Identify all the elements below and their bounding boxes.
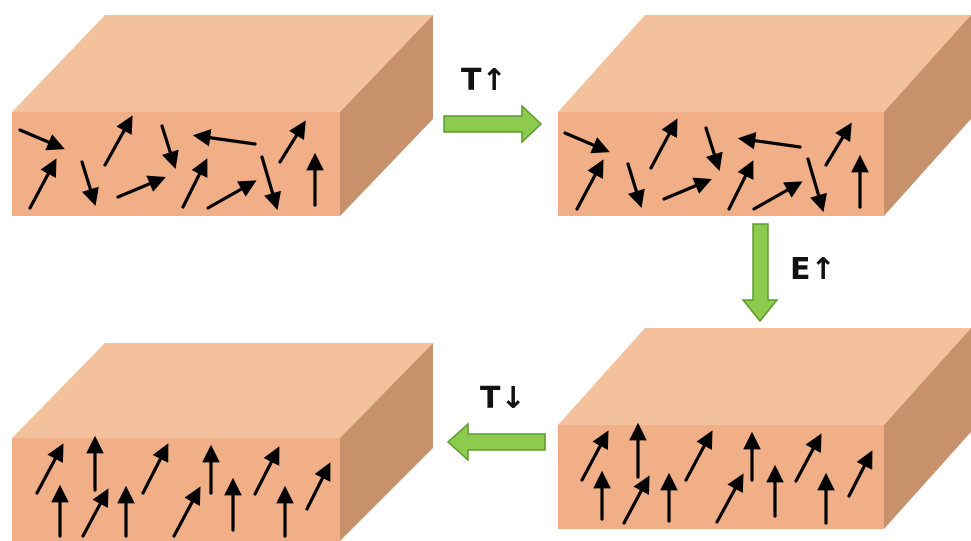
dipole-arrow — [684, 430, 713, 482]
dipole-arrow — [806, 157, 827, 213]
dipole-arrow — [575, 159, 604, 211]
dipole-arrow — [28, 158, 57, 210]
dipole-arrow — [181, 158, 208, 209]
dipole-arrow — [563, 131, 610, 154]
cool-step-label: T↓ — [480, 381, 526, 416]
dipole-arrow — [649, 118, 678, 170]
dipole-arrow — [278, 120, 306, 164]
block-2-dipoles — [563, 118, 869, 213]
block-4-dipoles — [35, 435, 331, 538]
block-3-side-face — [884, 328, 971, 529]
block-4 — [12, 343, 433, 541]
dipole-arrow — [172, 486, 201, 538]
dipole-arrow — [704, 126, 723, 172]
dipole-arrow — [141, 443, 169, 495]
block-2-side-face — [884, 15, 971, 216]
dipole-arrow — [253, 446, 280, 496]
block-3-top-face — [558, 328, 971, 425]
dipole-arrow — [192, 128, 257, 147]
block-1 — [12, 15, 433, 216]
dipole-arrow — [847, 450, 873, 498]
dipole-arrow — [18, 128, 65, 151]
block-4-top-face — [12, 343, 433, 438]
field-step-label: E↑ — [790, 252, 836, 287]
dipole-arrow — [116, 175, 166, 199]
cool-process-arrow-left — [446, 422, 546, 462]
block-3 — [558, 328, 971, 529]
dipole-arrow — [206, 180, 257, 210]
dipole-arrow — [81, 488, 109, 538]
dipole-arrow — [260, 155, 281, 211]
block-2-front-face — [558, 112, 884, 216]
block-4-side-face — [340, 343, 433, 541]
dipole-arrow — [626, 162, 645, 209]
block-2-top-face — [558, 15, 971, 112]
field-process-arrow-down — [741, 223, 779, 323]
dipole-arrow — [727, 160, 754, 211]
dipole-arrow — [824, 122, 852, 167]
dipole-arrow — [737, 131, 802, 150]
dipole-arrow — [305, 462, 331, 511]
heat-process-arrow-right — [443, 104, 543, 144]
dipole-arrow — [794, 433, 822, 483]
dipole-arrow — [580, 430, 609, 482]
block-2 — [558, 15, 971, 216]
dipole-arrow — [622, 475, 650, 525]
block-3-dipoles — [580, 422, 873, 525]
block-1-front-face — [12, 112, 340, 216]
dipole-arrow — [662, 177, 712, 201]
dipole-arrow — [80, 160, 99, 207]
dipole-arrow — [752, 181, 803, 211]
block-1-side-face — [340, 15, 433, 216]
dipole-arrow — [103, 115, 133, 167]
dipole-arrow — [35, 443, 64, 495]
dipole-arrow — [160, 124, 179, 170]
heat-step-label: T↑ — [461, 63, 507, 98]
block-1-dipoles — [18, 115, 324, 211]
dipole-arrow — [715, 473, 744, 524]
block-1-top-face — [12, 15, 433, 112]
